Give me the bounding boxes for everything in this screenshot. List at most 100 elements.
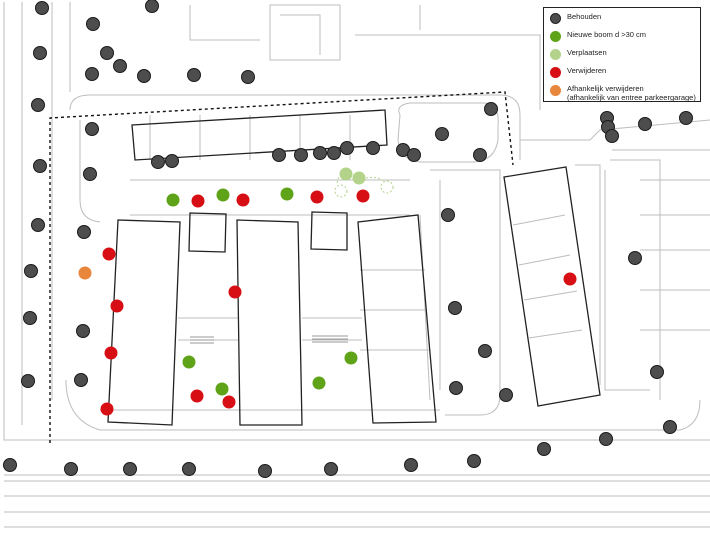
- tree-behouden: [327, 146, 341, 160]
- tree-behouden: [151, 155, 165, 169]
- tree-behouden: [23, 311, 37, 325]
- legend-label: Afhankelijk verwijderen (afhankelijk van…: [567, 84, 696, 102]
- tree-nieuwe-boom: [312, 376, 326, 390]
- tree-behouden: [449, 381, 463, 395]
- tree-behouden: [83, 167, 97, 181]
- legend-item-nieuwe-boom: Nieuwe boom d >30 cm: [550, 30, 694, 48]
- tree-behouden: [123, 462, 137, 476]
- legend-label: Verwijderen: [567, 66, 607, 75]
- tree-behouden: [3, 458, 17, 472]
- trees-layer: [3, 0, 693, 478]
- building-block-3: [357, 214, 437, 424]
- tree-verwijderen: [102, 247, 116, 261]
- red-tree-dot-icon: [550, 67, 561, 78]
- tree-behouden: [272, 148, 286, 162]
- tree-verwijderen: [236, 193, 250, 207]
- tree-behouden: [86, 17, 100, 31]
- tree-behouden: [35, 1, 49, 15]
- tree-behouden: [294, 148, 308, 162]
- tree-verwijderen: [310, 190, 324, 204]
- tree-behouden: [650, 365, 664, 379]
- tree-behouden: [599, 432, 613, 446]
- tree-behouden: [638, 117, 652, 131]
- tree-behouden: [499, 388, 513, 402]
- tree-afhankelijk: [78, 266, 92, 280]
- tree-behouden: [33, 159, 47, 173]
- tree-behouden: [137, 69, 151, 83]
- building-block-2: [236, 219, 303, 426]
- tree-behouden: [467, 454, 481, 468]
- tree-behouden: [324, 462, 338, 476]
- tree-verwijderen: [100, 402, 114, 416]
- building-east: [503, 166, 601, 407]
- tree-behouden: [478, 344, 492, 358]
- tree-behouden: [313, 146, 327, 160]
- tree-behouden: [473, 148, 487, 162]
- tree-behouden: [64, 462, 78, 476]
- tree-verwijderen: [563, 272, 577, 286]
- orange-tree-dot-icon: [550, 85, 561, 96]
- legend-item-verplaatsen: Verplaatsen: [550, 48, 694, 66]
- tree-verwijderen: [228, 285, 242, 299]
- tree-behouden: [113, 59, 127, 73]
- parking-ramps: [190, 335, 348, 344]
- tree-behouden: [241, 70, 255, 84]
- tree-behouden: [85, 122, 99, 136]
- tree-behouden: [21, 374, 35, 388]
- tree-verwijderen: [356, 189, 370, 203]
- tree-behouden: [100, 46, 114, 60]
- tree-behouden: [187, 68, 201, 82]
- tree-behouden: [145, 0, 159, 13]
- tree-behouden: [340, 141, 354, 155]
- tree-nieuwe-boom: [344, 351, 358, 365]
- legend-label: Nieuwe boom d >30 cm: [567, 30, 646, 39]
- dark-grey-tree-dot-icon: [550, 13, 561, 24]
- tree-behouden: [366, 141, 380, 155]
- building-annex-1: [188, 212, 227, 253]
- tree-behouden: [31, 98, 45, 112]
- buildings: [107, 109, 601, 426]
- building-north-row: [131, 109, 388, 161]
- tree-behouden: [441, 208, 455, 222]
- tree-behouden: [74, 373, 88, 387]
- legend-item-afhankelijk: Afhankelijk verwijderen (afhankelijk van…: [550, 84, 696, 106]
- tree-verplaatsen: [339, 167, 353, 181]
- tree-behouden: [435, 127, 449, 141]
- tree-behouden: [537, 442, 551, 456]
- tree-verwijderen: [190, 389, 204, 403]
- tree-behouden: [77, 225, 91, 239]
- tree-behouden: [663, 420, 677, 434]
- tree-nieuwe-boom: [182, 355, 196, 369]
- legend-label: Verplaatsen: [567, 48, 607, 57]
- tree-nieuwe-boom: [216, 188, 230, 202]
- tree-behouden: [31, 218, 45, 232]
- tree-nieuwe-boom: [166, 193, 180, 207]
- tree-behouden: [404, 458, 418, 472]
- tree-behouden: [448, 301, 462, 315]
- building-block-1: [107, 219, 181, 426]
- tree-behouden: [85, 67, 99, 81]
- legend-item-behouden: Behouden: [550, 12, 694, 30]
- green-tree-dot-icon: [550, 31, 561, 42]
- tree-verwijderen: [104, 346, 118, 360]
- tree-verwijderen: [110, 299, 124, 313]
- building-annex-2: [310, 211, 348, 251]
- tree-verwijderen: [191, 194, 205, 208]
- tree-behouden: [605, 129, 619, 143]
- tree-behouden: [407, 148, 421, 162]
- light-green-tree-dot-icon: [550, 49, 561, 60]
- tree-behouden: [182, 462, 196, 476]
- tree-behouden: [33, 46, 47, 60]
- tree-behouden: [679, 111, 693, 125]
- tree-behouden: [165, 154, 179, 168]
- legend-label: Behouden: [567, 12, 602, 21]
- project-boundary: [49, 91, 514, 443]
- tree-nieuwe-boom: [280, 187, 294, 201]
- legend: Behouden Nieuwe boom d >30 cm Verplaatse…: [543, 7, 701, 102]
- tree-behouden: [258, 464, 272, 478]
- tree-nieuwe-boom: [215, 382, 229, 396]
- tree-behouden: [628, 251, 642, 265]
- legend-item-verwijderen: Verwijderen: [550, 66, 694, 84]
- tree-verplaatsen: [352, 171, 366, 185]
